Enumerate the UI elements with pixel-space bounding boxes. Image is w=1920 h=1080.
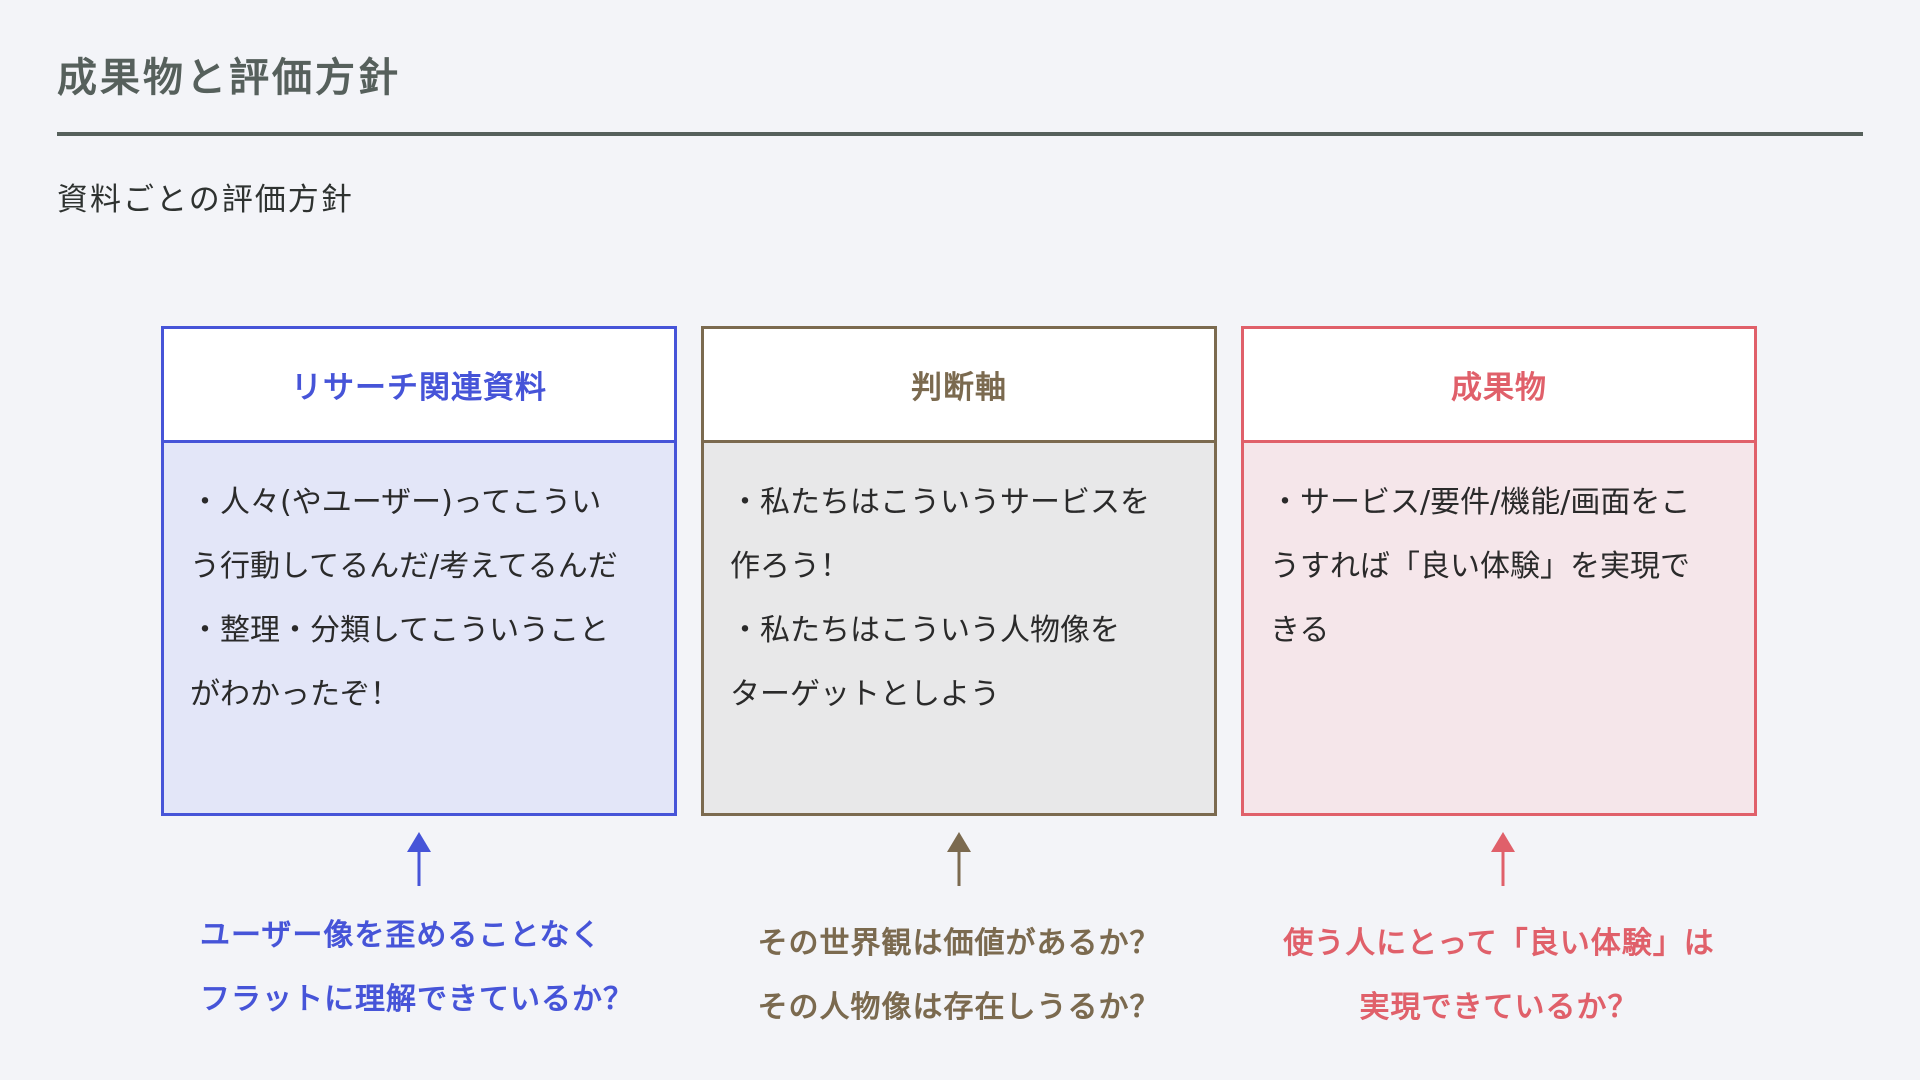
decision-criteria-card: 判断軸 ・私たちはこういうサービスを 作ろう！ ・私たちはこういう人物像を ター…	[701, 326, 1217, 816]
page-title: 成果物と評価方針	[57, 55, 401, 101]
caption-line: 使う人にとって「良い体験」は	[1283, 926, 1715, 961]
caption-line: フラットに理解できているか？	[200, 982, 634, 1017]
card-text-line: うすれば「良い体験」を実現で	[1270, 549, 1690, 584]
caption-line: 実現できているか？	[1359, 990, 1639, 1025]
research-evaluation-question: ユーザー像を歪めることなく フラットに理解できているか？	[200, 904, 634, 1032]
card-text-line: ・私たちはこういうサービスを	[730, 485, 1150, 520]
card-text-line: う行動してるんだ/考えてるんだ	[190, 549, 618, 584]
caption-line: その世界観は価値があるか？	[757, 926, 1161, 961]
research-materials-card-title: リサーチ関連資料	[164, 329, 674, 443]
caption-line: その人物像は存在しうるか？	[757, 990, 1161, 1025]
decision-criteria-card-title: 判断軸	[704, 329, 1214, 443]
card-text-line: ターゲットとしよう	[730, 677, 1000, 712]
card-text-line: ・サービス/要件/機能/画面をこ	[1270, 485, 1691, 520]
card-text-line: きる	[1270, 613, 1330, 648]
card-text-line: 作ろう！	[730, 549, 850, 584]
research-materials-card: リサーチ関連資料 ・人々(やユーザー)ってこうい う行動してるんだ/考えてるんだ…	[161, 326, 677, 816]
title-divider	[57, 132, 1863, 136]
caption-line: ユーザー像を歪めることなく	[200, 918, 602, 953]
deliverables-card-title: 成果物	[1244, 329, 1754, 443]
deliverables-card: 成果物 ・サービス/要件/機能/画面をこ うすれば「良い体験」を実現で きる	[1241, 326, 1757, 816]
arrow-up-icon	[947, 832, 971, 886]
deliverables-card-body: ・サービス/要件/機能/画面をこ うすれば「良い体験」を実現で きる	[1244, 443, 1754, 813]
arrow-up-icon	[1491, 832, 1515, 886]
card-text-line: がわかったぞ！	[190, 677, 400, 712]
card-text-line: ・私たちはこういう人物像を	[730, 613, 1120, 648]
card-text-line: ・人々(やユーザー)ってこうい	[190, 485, 602, 520]
page-subtitle: 資料ごとの評価方針	[57, 182, 354, 218]
card-text-line: ・整理・分類してこういうこと	[190, 613, 610, 648]
arrow-up-icon	[407, 832, 431, 886]
deliverables-evaluation-question: 使う人にとって「良い体験」は 実現できているか？	[1241, 912, 1757, 1040]
criteria-evaluation-question: その世界観は価値があるか？ その人物像は存在しうるか？	[701, 912, 1217, 1040]
research-materials-card-body: ・人々(やユーザー)ってこうい う行動してるんだ/考えてるんだ ・整理・分類して…	[164, 443, 674, 813]
decision-criteria-card-body: ・私たちはこういうサービスを 作ろう！ ・私たちはこういう人物像を ターゲットと…	[704, 443, 1214, 813]
